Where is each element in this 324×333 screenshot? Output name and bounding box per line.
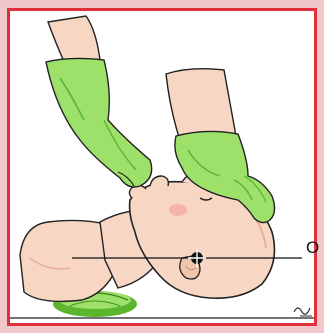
axis-label: O	[306, 239, 319, 256]
artist-signature	[294, 308, 312, 316]
chin-lift-hand	[46, 16, 152, 187]
